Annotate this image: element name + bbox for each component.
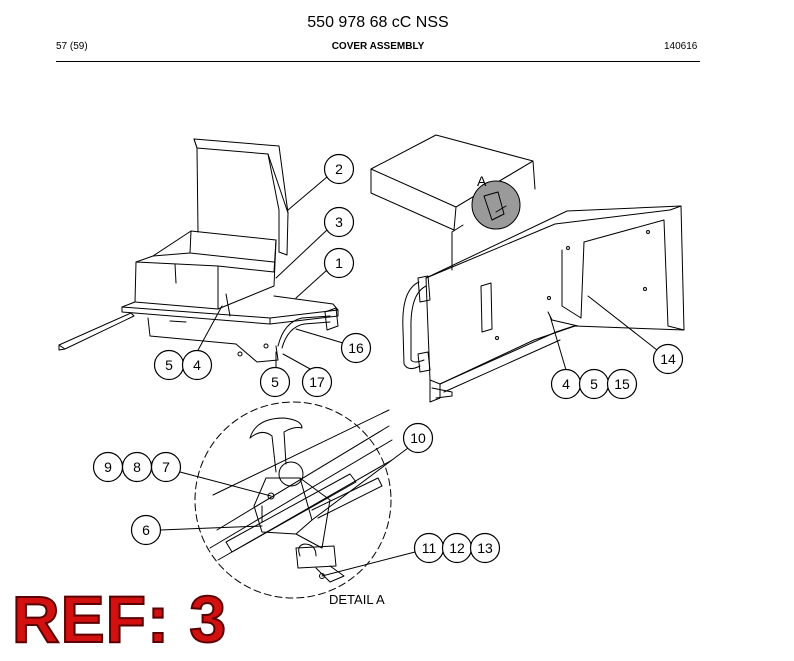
callout-11: 11 [413,532,445,564]
svg-text:2: 2 [335,161,343,177]
callout-5-left: 5 [153,349,185,381]
callout-4-right: 4 [550,368,582,400]
document-title: 550 978 68 cC NSS [307,14,449,31]
svg-text:5: 5 [271,374,279,390]
svg-text:15: 15 [614,376,630,392]
callout-8: 8 [121,451,153,483]
callout-15: 15 [606,368,638,400]
svg-text:12: 12 [449,540,465,556]
ref-stamp: REF: 3 [11,582,228,656]
callout-5-right: 5 [578,368,610,400]
svg-text:8: 8 [133,459,141,475]
svg-text:14: 14 [660,351,676,367]
callout-13: 13 [469,532,501,564]
svg-text:10: 10 [410,430,426,446]
svg-text:3: 3 [335,214,343,230]
svg-text:13: 13 [477,540,493,556]
callout-17: 17 [301,366,333,398]
left-cover-assembly [58,138,339,363]
callout-16: 16 [340,332,372,364]
svg-text:17: 17 [309,374,325,390]
svg-text:9: 9 [104,459,112,475]
callout-12: 12 [441,532,473,564]
callout-7: 7 [150,451,182,483]
right-cover-assembly [370,134,685,403]
callout-6: 6 [130,514,162,546]
svg-text:5: 5 [590,376,598,392]
svg-text:11: 11 [422,540,437,556]
callout-4-left: 4 [181,349,213,381]
svg-text:4: 4 [562,376,570,392]
section-title: COVER ASSEMBLY [331,41,425,52]
view-marker-a: A [477,173,487,189]
detail-a-highlight [471,180,521,230]
callout-9: 9 [92,451,124,483]
svg-text:6: 6 [142,522,150,538]
callout-3: 3 [323,206,355,238]
document-code: 140616 [664,41,698,52]
leader-lines [159,176,658,577]
svg-text:7: 7 [162,459,170,475]
header-rule [56,61,700,62]
svg-text:5: 5 [165,357,173,373]
svg-text:16: 16 [348,340,364,356]
callout-1: 1 [323,247,355,279]
callouts: 2 3 1 16 5 4 5 17 14 4 5 15 10 9 8 7 6 1… [92,153,684,564]
svg-text:4: 4 [193,357,201,373]
callout-5-center: 5 [259,366,291,398]
detail-a-view [194,401,393,599]
detail-a-label: DETAIL A [329,592,385,607]
svg-text:1: 1 [335,255,343,271]
callout-14: 14 [652,343,684,375]
callout-2: 2 [323,153,355,185]
page-number: 57 (59) [56,41,88,52]
callout-10: 10 [402,422,434,454]
